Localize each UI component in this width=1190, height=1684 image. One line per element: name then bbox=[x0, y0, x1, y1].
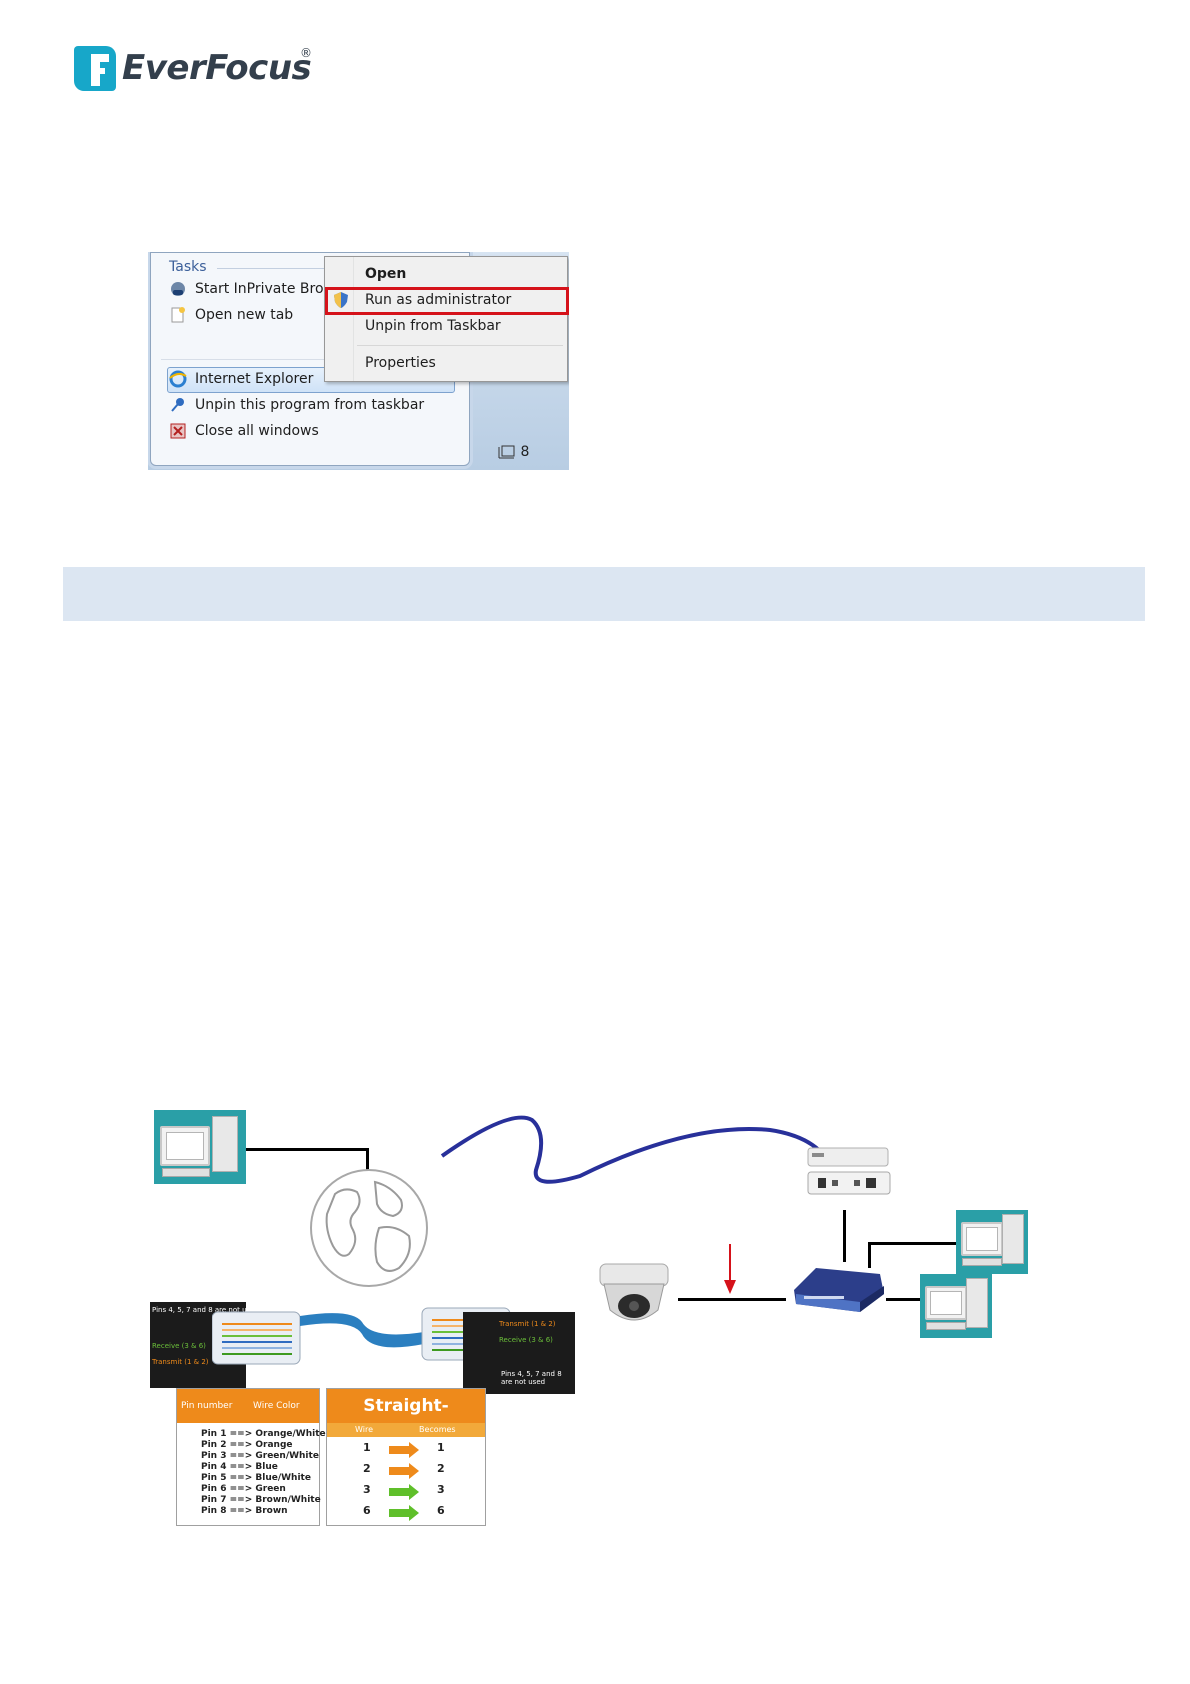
orange-arrow-icon bbox=[389, 1463, 419, 1479]
menu-open[interactable]: Open bbox=[365, 266, 407, 282]
remote-pc-icon bbox=[154, 1110, 246, 1184]
modem-router-link bbox=[843, 1210, 846, 1262]
section-header-band bbox=[63, 567, 1145, 621]
left-transmit-pins: Transmit (1 & 2) bbox=[152, 1358, 209, 1366]
pin-number-header: Pin number bbox=[181, 1401, 233, 1411]
program-unpin-taskbar[interactable]: Unpin this program from taskbar bbox=[169, 393, 424, 417]
uac-shield-icon bbox=[334, 292, 348, 308]
task-start-inprivate[interactable]: Start InPrivate Brow bbox=[169, 277, 335, 301]
unpin-icon bbox=[171, 398, 184, 412]
straight-through-table: Straight-Through Wire Becomes 1 1 2 2 3 … bbox=[326, 1388, 486, 1526]
straight-through-row: 2 2 bbox=[363, 1462, 445, 1479]
wire-color-header: Wire Color bbox=[253, 1401, 300, 1411]
green-arrow-icon bbox=[389, 1505, 419, 1521]
internet-connection-curve bbox=[440, 1115, 828, 1184]
taskbar-number: 8 bbox=[520, 444, 530, 460]
jumplist-separator bbox=[161, 359, 461, 360]
internet-globe-icon bbox=[310, 1169, 428, 1287]
menu-unpin-from-taskbar[interactable]: Unpin from Taskbar bbox=[365, 318, 501, 334]
right-unused-pins: Pins 4, 5, 7 and 8 are not used bbox=[501, 1370, 562, 1386]
menu-run-as-administrator[interactable]: Run as administrator bbox=[365, 292, 512, 308]
cable-pointer-arrow bbox=[724, 1244, 736, 1294]
window-icon bbox=[498, 445, 515, 459]
task-open-new-tab[interactable]: Open new tab bbox=[169, 303, 293, 327]
straight-through-row: 1 1 bbox=[363, 1441, 445, 1458]
everfocus-logo-icon bbox=[74, 46, 116, 91]
close-windows-icon bbox=[170, 423, 186, 439]
new-tab-icon bbox=[171, 307, 185, 323]
straight-through-row: 6 6 bbox=[363, 1504, 445, 1521]
right-transmit-pins: Transmit (1 & 2) bbox=[499, 1320, 556, 1328]
context-menu: Open Run as administrator Unpin from Tas… bbox=[324, 256, 569, 382]
straight-through-row: 3 3 bbox=[363, 1483, 445, 1500]
inprivate-icon bbox=[171, 282, 185, 296]
pin-row: Pin 7 ==> Brown/White bbox=[201, 1495, 321, 1505]
everfocus-logo: EverFocus ® bbox=[74, 44, 334, 94]
router-icon bbox=[794, 1268, 884, 1312]
right-receive-pins: Receive (3 & 6) bbox=[499, 1336, 553, 1344]
lan-pc-icon-2 bbox=[920, 1274, 992, 1338]
router-pc2-link bbox=[886, 1298, 920, 1301]
cable-end-label-right: Transmit (1 & 2) Receive (3 & 6) Pins 4,… bbox=[463, 1312, 575, 1394]
registered-mark: ® bbox=[300, 46, 312, 60]
modem-icon bbox=[807, 1147, 891, 1195]
pin-row: Pin 1 ==> Orange/White bbox=[201, 1429, 326, 1439]
wire-header: Wire bbox=[355, 1425, 373, 1434]
menu-properties[interactable]: Properties bbox=[365, 355, 436, 371]
network-diagram: Pins 4, 5, 7 and 8 are not used Receive … bbox=[150, 1100, 1050, 1540]
taskbar-fragment: 8 bbox=[498, 444, 568, 468]
left-receive-pins: Receive (3 & 6) bbox=[152, 1342, 206, 1350]
router-pc1-link bbox=[868, 1242, 956, 1245]
pin-row: Pin 5 ==> Blue/White bbox=[201, 1473, 311, 1483]
pin-color-table: Pin number Wire Color Pin 1 ==> Orange/W… bbox=[176, 1388, 326, 1526]
brand-name: EverFocus bbox=[122, 48, 312, 88]
program-close-all-windows[interactable]: Close all windows bbox=[169, 419, 319, 443]
router-pc1-link-drop bbox=[868, 1242, 871, 1268]
lan-pc-icon-1 bbox=[956, 1210, 1028, 1274]
pin-row: Pin 8 ==> Brown bbox=[201, 1506, 288, 1516]
pin-row: Pin 3 ==> Green/White bbox=[201, 1451, 319, 1461]
internet-explorer-icon bbox=[169, 370, 187, 388]
taskbar-jumplist-screenshot: Tasks Start InPrivate Brow Open new tab … bbox=[148, 252, 569, 470]
camera-router-link bbox=[678, 1298, 786, 1301]
left-unused-pins: Pins 4, 5, 7 and 8 are not used bbox=[152, 1306, 259, 1314]
tasks-header: Tasks bbox=[169, 259, 207, 275]
orange-arrow-icon bbox=[389, 1442, 419, 1458]
run-as-admin-highlight bbox=[325, 287, 569, 315]
pin-row: Pin 2 ==> Orange bbox=[201, 1440, 293, 1450]
dome-camera-icon bbox=[599, 1263, 669, 1321]
remote-pc-link bbox=[246, 1148, 368, 1151]
straight-through-title: Straight-Through bbox=[327, 1389, 485, 1450]
pin-row: Pin 6 ==> Green bbox=[201, 1484, 286, 1494]
becomes-header: Becomes bbox=[419, 1425, 456, 1434]
program-internet-explorer[interactable]: Internet Explorer bbox=[169, 367, 313, 391]
pin-row: Pin 4 ==> Blue bbox=[201, 1462, 278, 1472]
green-arrow-icon bbox=[389, 1484, 419, 1500]
